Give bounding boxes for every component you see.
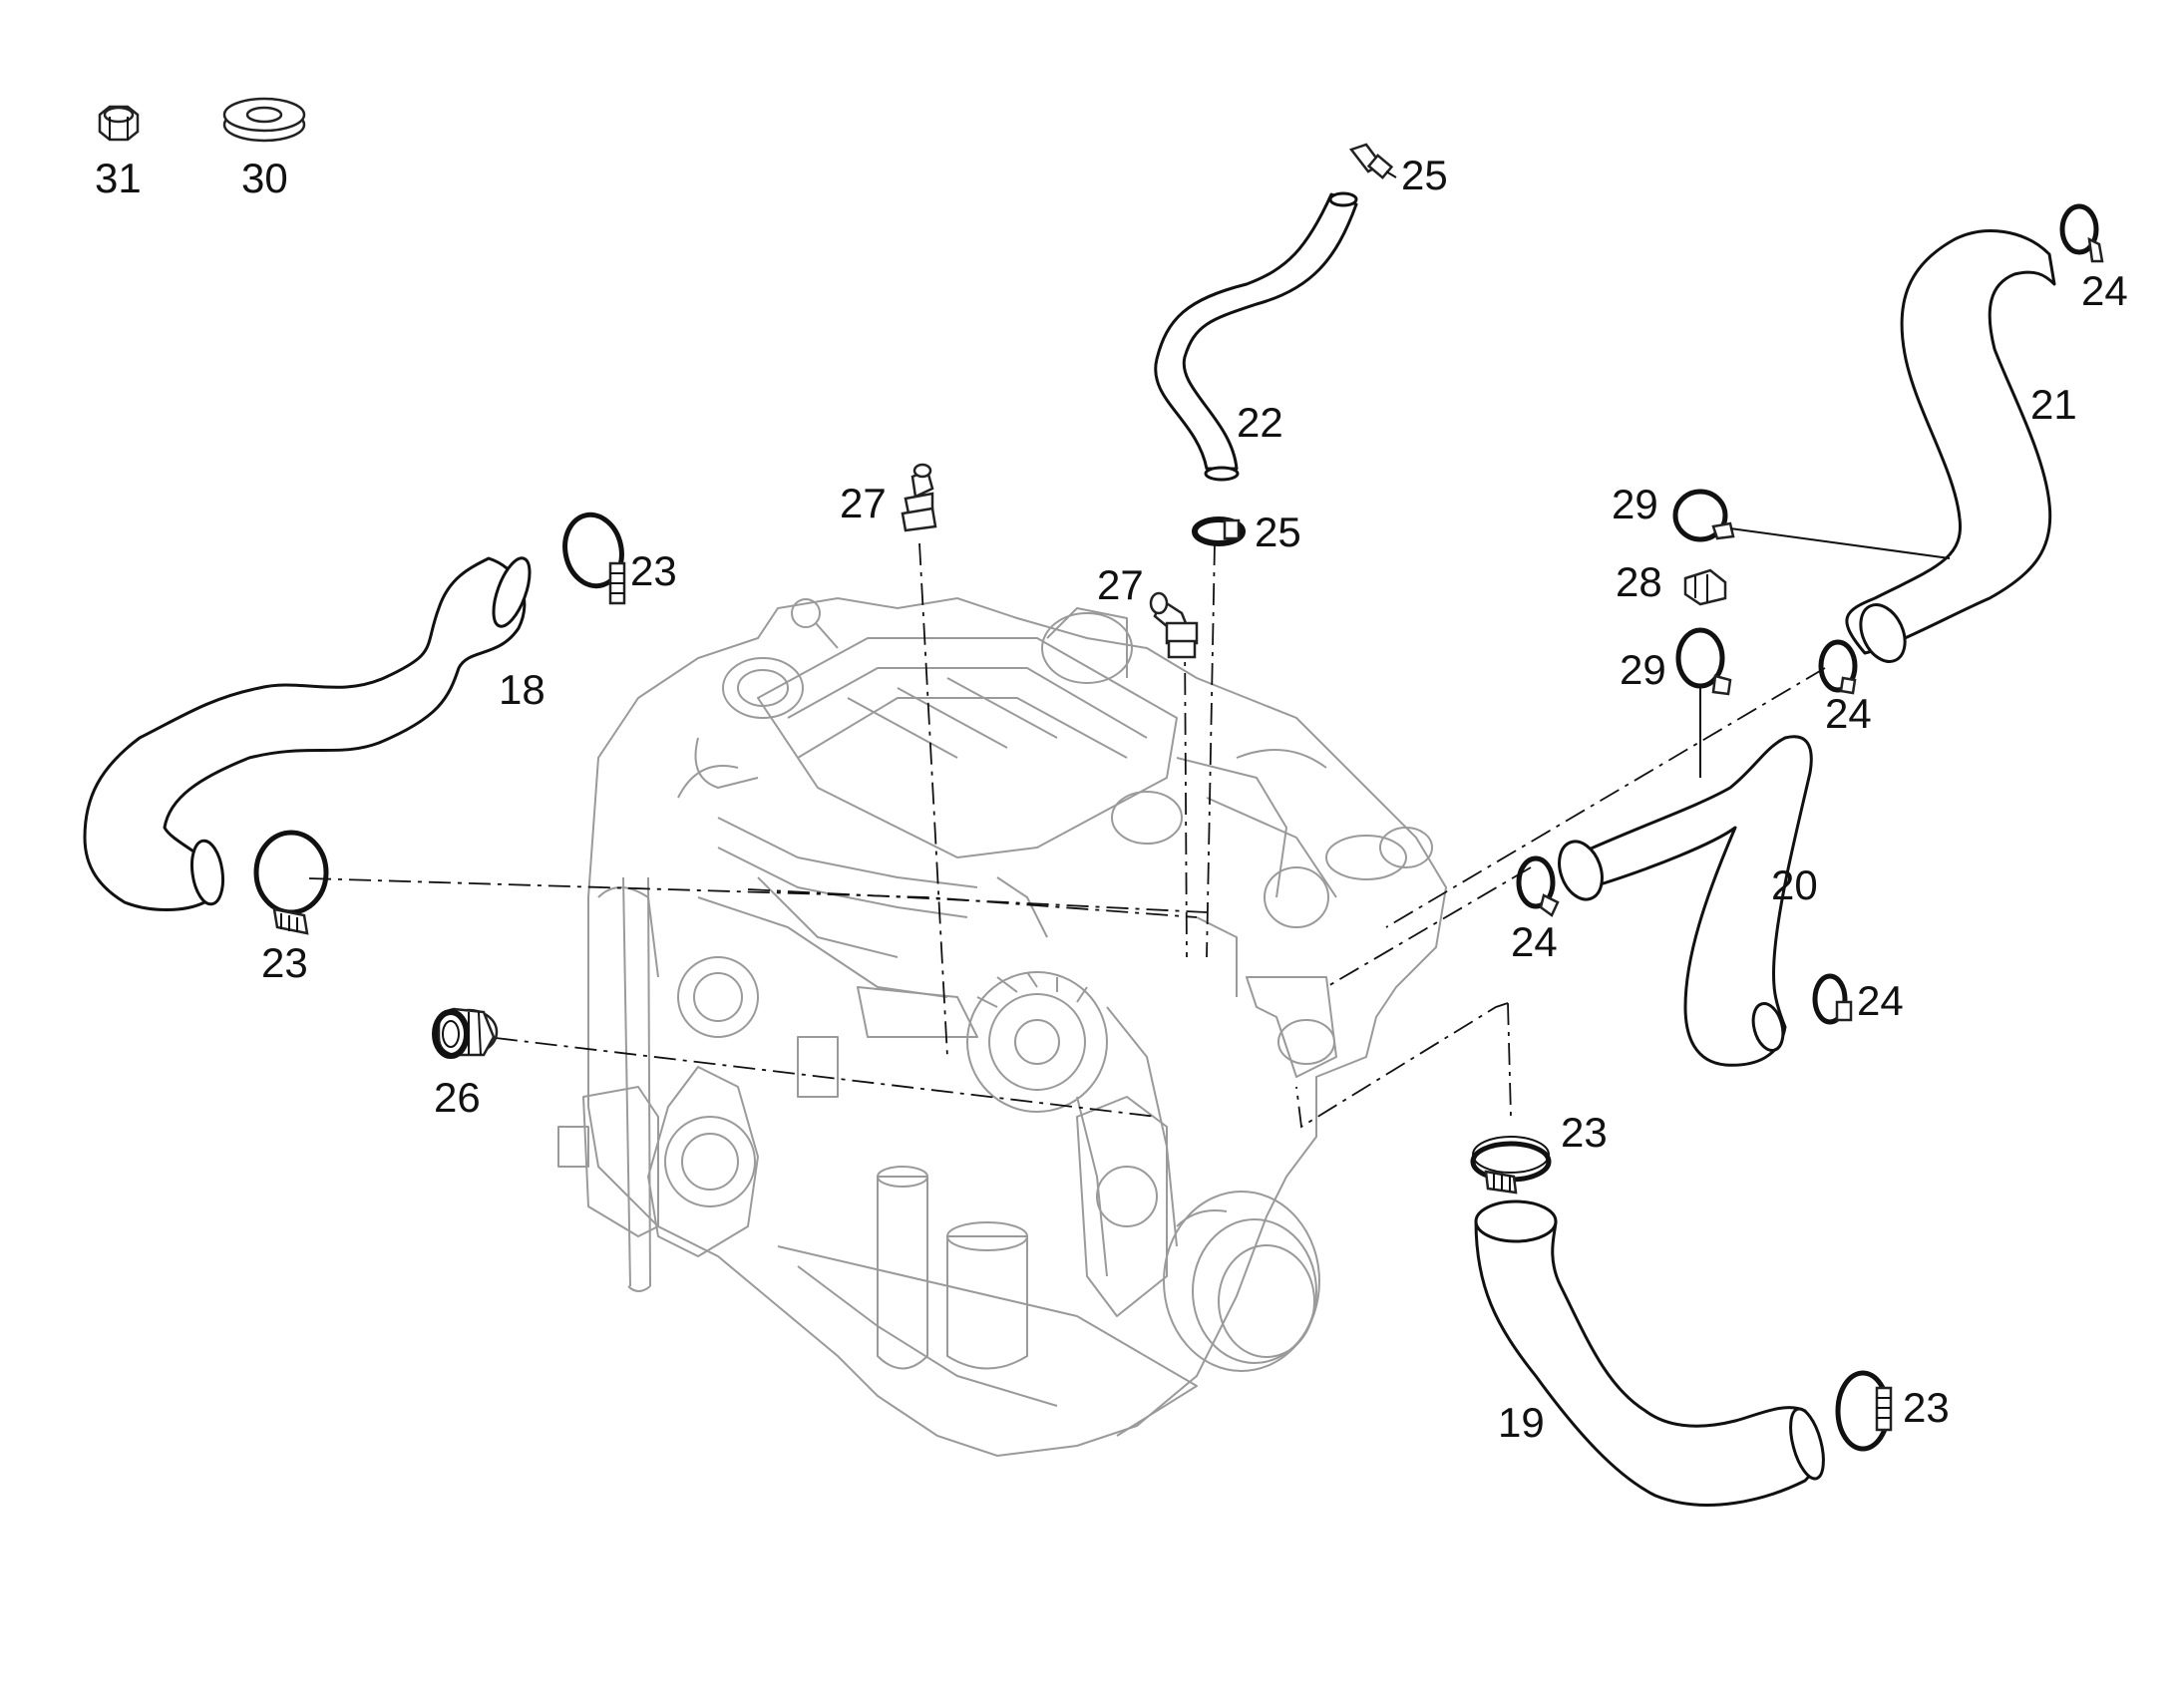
callout-24-left: 24 — [1511, 918, 1558, 965]
callout-29-upper: 29 — [1612, 481, 1658, 527]
hose-19 — [1474, 1199, 1825, 1507]
clamp-23-upper-left — [562, 512, 626, 605]
callout-22: 22 — [1237, 399, 1283, 446]
clamp-23-lower-left — [253, 830, 329, 935]
callout-26: 26 — [434, 1074, 481, 1121]
clamp-24-left — [1516, 855, 1560, 917]
callout-19: 19 — [1498, 1399, 1545, 1446]
clamp-23-right-upper — [1470, 1136, 1552, 1195]
callout-30: 30 — [241, 155, 288, 201]
callout-24-mid: 24 — [1825, 690, 1872, 737]
callout-24-top: 24 — [2081, 267, 2128, 314]
callout-23-right-lower: 23 — [1903, 1384, 1950, 1431]
callout-18: 18 — [499, 666, 545, 713]
leader-lines — [308, 542, 1826, 1129]
leader-29-to-21 — [1729, 527, 1951, 559]
callout-25-lower: 25 — [1255, 509, 1301, 555]
nut-part — [98, 105, 140, 142]
callout-27-left: 27 — [840, 480, 887, 526]
callout-23-right-upper: 23 — [1561, 1109, 1608, 1156]
hose-21 — [1845, 229, 2056, 663]
callout-21: 21 — [2030, 381, 2077, 428]
hose-22 — [1154, 143, 1397, 482]
fitting-26 — [432, 1007, 499, 1059]
callout-23-upper-left: 23 — [630, 547, 677, 594]
callout-28: 28 — [1616, 558, 1662, 605]
callout-23-lower-left: 23 — [261, 939, 308, 986]
hose-18 — [83, 556, 532, 911]
callout-25-top: 25 — [1401, 152, 1448, 198]
callout-29-lower: 29 — [1620, 646, 1666, 693]
clamp-29-upper — [1672, 489, 1735, 542]
fitting-27-right — [1149, 591, 1199, 659]
fitting-27-left — [901, 463, 937, 532]
callout-27-right: 27 — [1097, 561, 1144, 608]
clamp-24-top — [2059, 203, 2104, 263]
callout-20: 20 — [1771, 861, 1818, 908]
clamp-23-right-lower — [1835, 1370, 1893, 1452]
clamp-25-lower — [1192, 516, 1246, 546]
clamp-24-bottom — [1812, 973, 1853, 1025]
callout-labels: 31 30 25 24 22 21 27 25 29 23 27 28 18 2… — [95, 152, 2128, 1446]
callout-24-bottom: 24 — [1857, 977, 1904, 1024]
hose-20 — [1558, 735, 1813, 1067]
clamp-29-lower — [1675, 627, 1732, 696]
clamp-24-mid — [1818, 639, 1858, 695]
engine-assembly — [557, 596, 1448, 1458]
washer-part — [222, 97, 306, 143]
clip-28 — [1683, 568, 1727, 606]
callout-31: 31 — [95, 155, 142, 201]
